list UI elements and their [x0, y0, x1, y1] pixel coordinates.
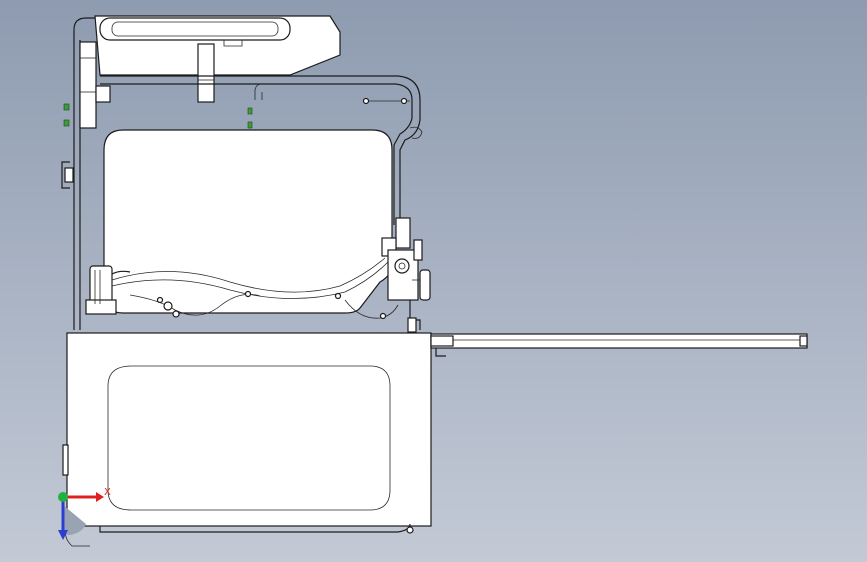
triad-z-arrow — [58, 530, 68, 540]
coordinate-triad: X — [58, 487, 111, 540]
lower-body — [62, 332, 432, 547]
upper-frame — [73, 15, 423, 330]
right-mechanism — [381, 217, 431, 333]
triad-x-label: X — [104, 487, 111, 498]
cable-harness — [111, 257, 399, 320]
triad-y-axis — [58, 492, 68, 502]
left-cylinder — [63, 41, 111, 129]
triad-shadow — [63, 505, 86, 535]
upper-window — [103, 107, 393, 314]
left-handle — [61, 161, 74, 189]
extension-arm — [430, 333, 808, 357]
triad-x-arrow — [96, 492, 104, 502]
motor — [85, 265, 131, 315]
